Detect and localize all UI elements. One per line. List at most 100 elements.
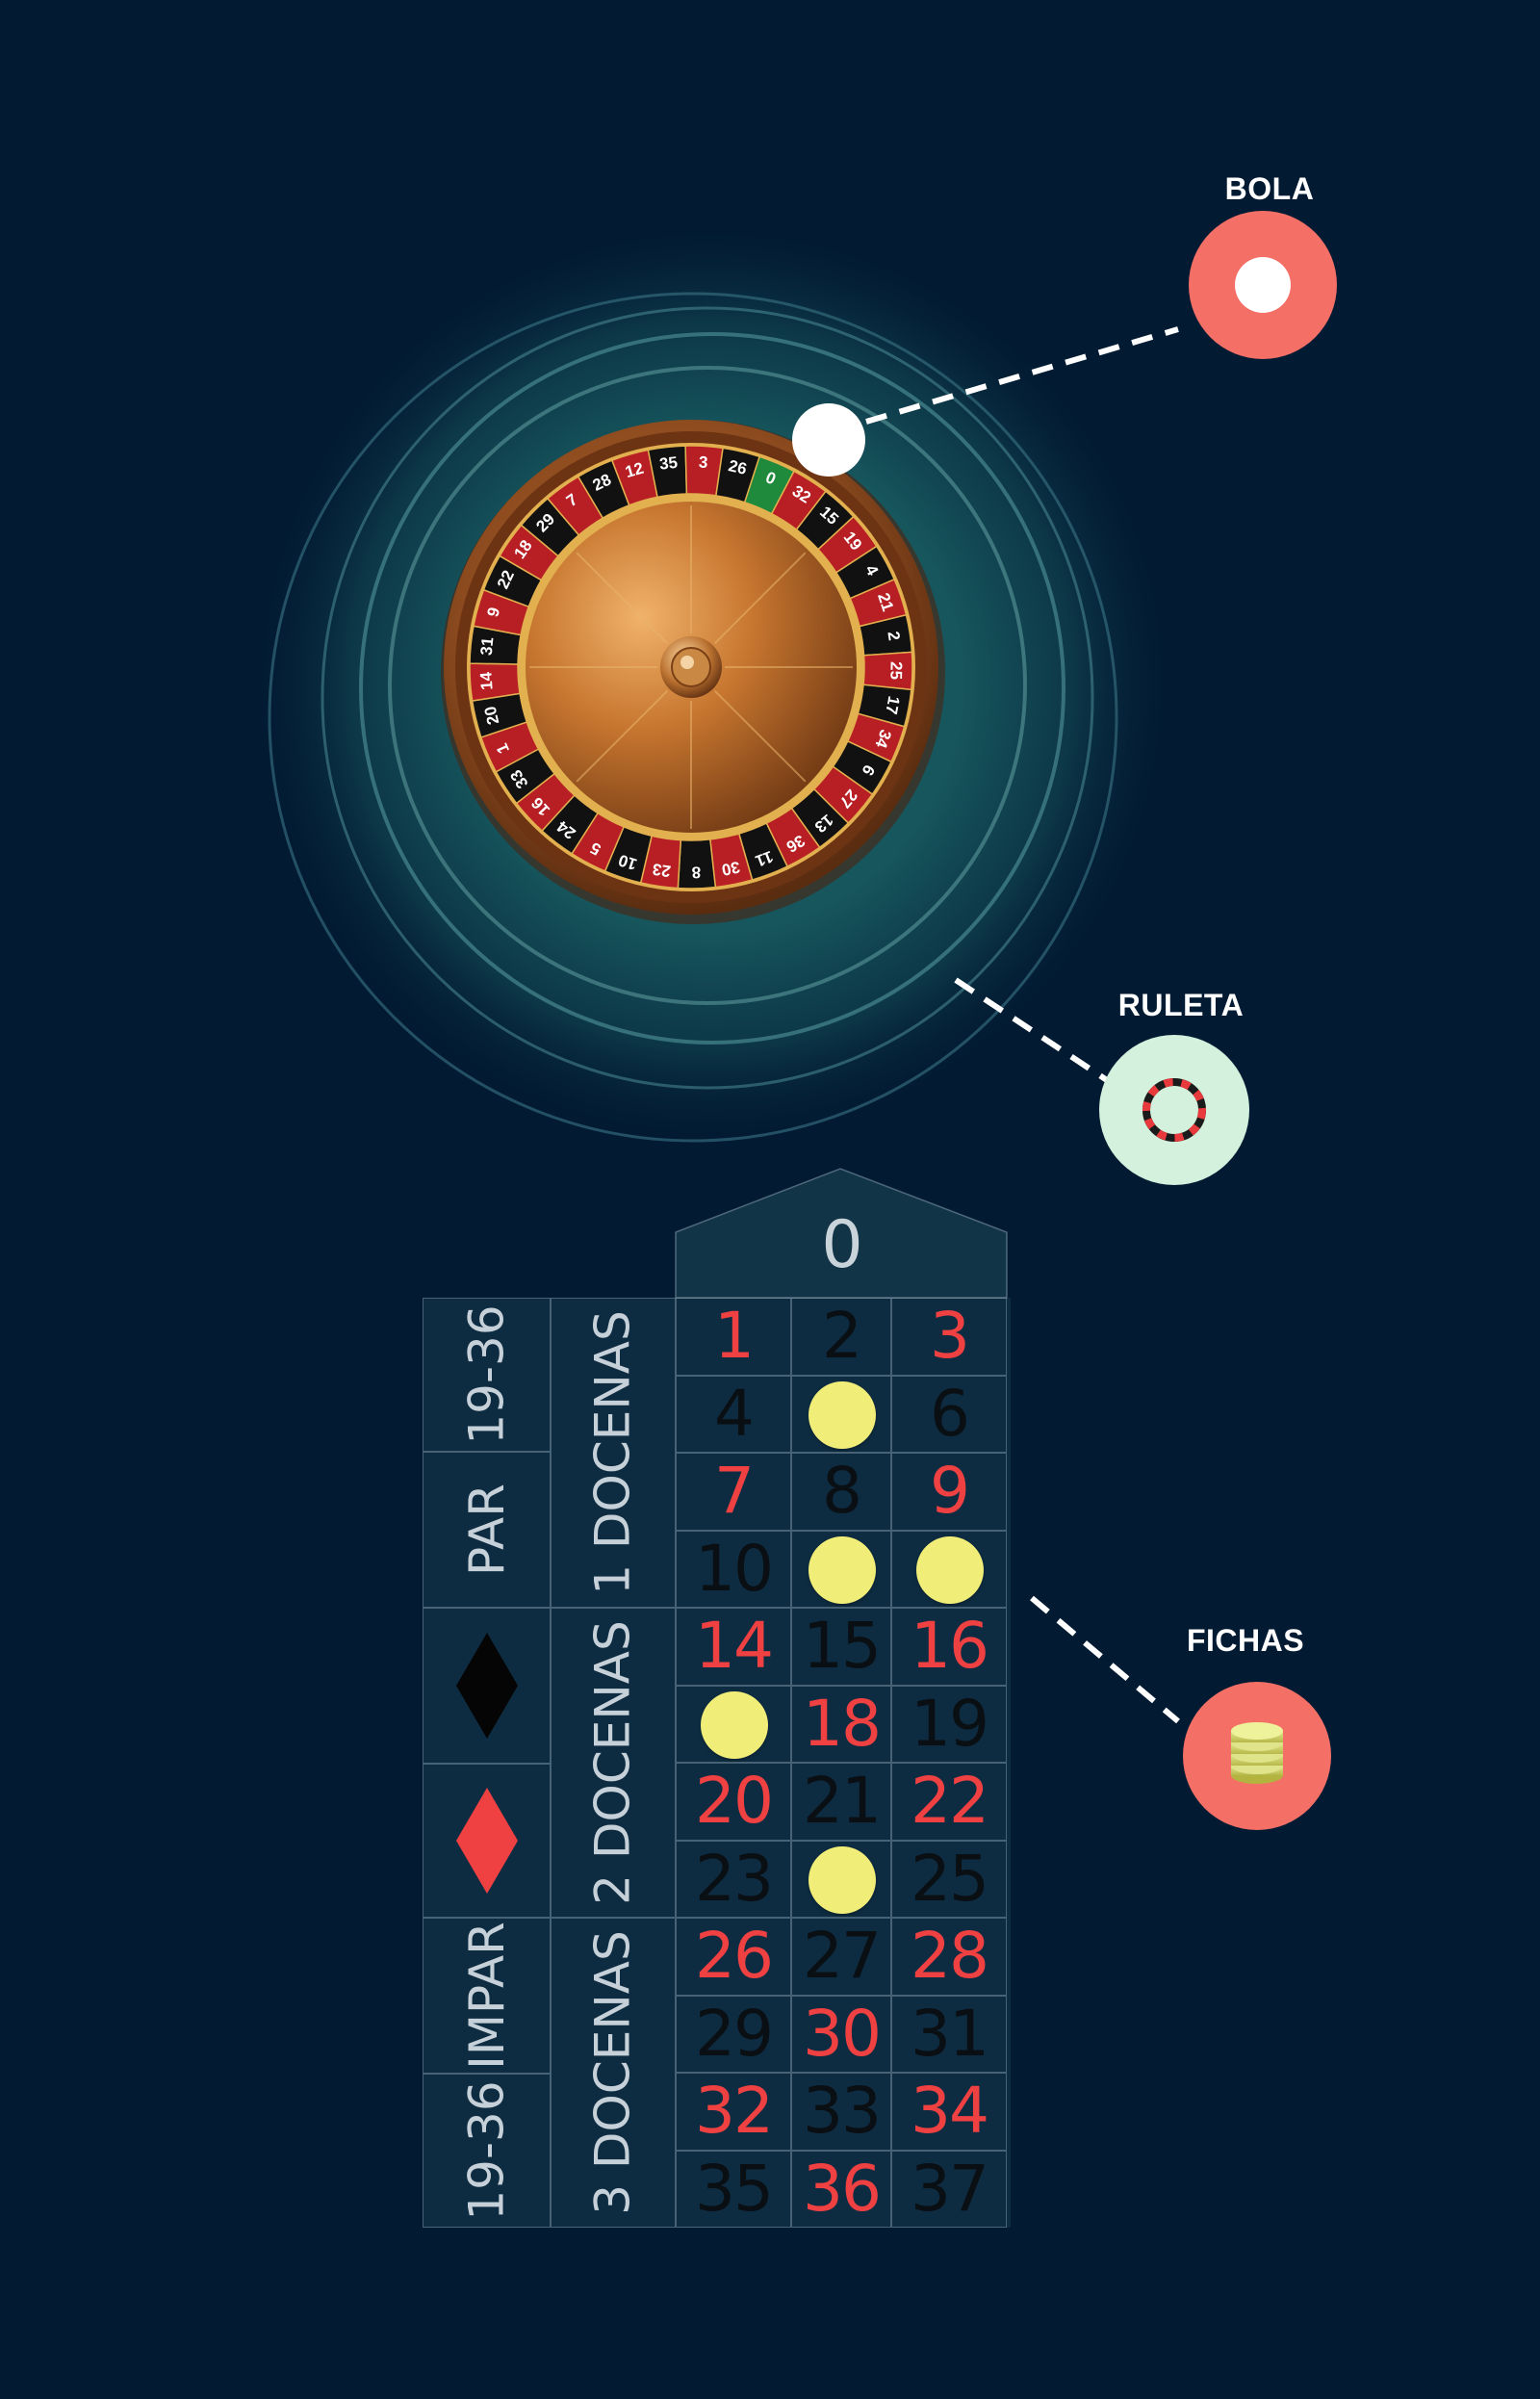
number-label: 19 <box>911 1686 989 1761</box>
dozen-label: 3 DOCENAS <box>585 1930 642 2215</box>
wheel-spoke <box>576 690 668 783</box>
number-cell[interactable]: 32 <box>676 2073 791 2151</box>
number-cell[interactable]: 19 <box>891 1685 1007 1763</box>
number-label: 22 <box>911 1764 989 1839</box>
wheel-callout-icon[interactable] <box>1099 1035 1249 1185</box>
number-label: 2 <box>822 1299 862 1374</box>
number-cell[interactable]: 14 <box>676 1608 791 1686</box>
number-cell[interactable] <box>676 1685 791 1763</box>
number-label: 16 <box>911 1609 989 1684</box>
number-cell[interactable]: 8 <box>791 1453 891 1531</box>
number-label: 9 <box>930 1454 970 1529</box>
black-bet[interactable] <box>423 1608 551 1764</box>
number-cell[interactable] <box>791 1530 891 1608</box>
wheel-number: 10 <box>616 851 639 874</box>
wheel-number: 11 <box>753 847 776 870</box>
number-cell[interactable]: 6 <box>891 1375 1007 1453</box>
bet-chip[interactable] <box>916 1535 984 1604</box>
number-cell[interactable]: 1 <box>676 1298 791 1376</box>
number-cell-zero[interactable]: 0 <box>676 1194 1007 1298</box>
number-cell[interactable] <box>791 1840 891 1918</box>
number-label: 30 <box>803 1996 882 2071</box>
ball-label: BOLA <box>1224 171 1315 206</box>
callout-connectors <box>865 326 1180 1724</box>
wheel-number: 35 <box>658 453 679 474</box>
number-cell[interactable]: 4 <box>676 1375 791 1453</box>
number-label: 33 <box>803 2074 882 2149</box>
number-cell[interactable]: 26 <box>676 1918 791 1996</box>
outside-bet-label: 19-36 <box>458 1304 515 1445</box>
wheel-spoke <box>714 552 807 644</box>
number-cell[interactable]: 16 <box>891 1608 1007 1686</box>
wheel-number: 23 <box>652 860 672 881</box>
number-cell[interactable]: 21 <box>791 1763 891 1841</box>
high-19-36-bet[interactable]: 19-36 <box>423 1298 551 1452</box>
number-label: 32 <box>695 2074 774 2149</box>
number-cell[interactable]: 20 <box>676 1763 791 1841</box>
wheel-number: 21 <box>874 590 897 613</box>
number-cell[interactable] <box>791 1375 891 1453</box>
number-cell[interactable]: 25 <box>891 1840 1007 1918</box>
outside-bet-label: PAR <box>458 1483 515 1576</box>
bet-chip[interactable] <box>808 1845 876 1914</box>
number-label: 20 <box>695 1764 774 1839</box>
number-cell[interactable]: 33 <box>791 2073 891 2151</box>
wheel-number: 31 <box>477 636 498 657</box>
red-bet[interactable] <box>423 1764 551 1918</box>
number-cell[interactable]: 23 <box>676 1840 791 1918</box>
wheel-number: 26 <box>727 456 749 478</box>
red-diamond-icon <box>455 1788 518 1894</box>
number-label: 6 <box>930 1376 970 1451</box>
bet-chip[interactable] <box>808 1380 876 1449</box>
odd-bet[interactable]: IMPAR <box>423 1918 551 2074</box>
number-cell[interactable]: 15 <box>791 1608 891 1686</box>
number-cell[interactable]: 10 <box>676 1530 791 1608</box>
number-cell[interactable]: 7 <box>676 1453 791 1531</box>
dozen-bet-1[interactable]: 1 DOCENAS <box>551 1298 676 1608</box>
number-label: 27 <box>803 1919 882 1994</box>
even-bet[interactable]: PAR <box>423 1452 551 1608</box>
number-cell[interactable]: 3 <box>891 1298 1007 1376</box>
number-cell[interactable]: 9 <box>891 1453 1007 1531</box>
wheel-number: 30 <box>720 858 741 879</box>
number-cell[interactable]: 31 <box>891 1995 1007 2073</box>
chips-callout-icon[interactable] <box>1183 1682 1331 1830</box>
betting-table-bg <box>423 1168 1011 2228</box>
bet-chip[interactable] <box>808 1535 876 1604</box>
number-label: 0 <box>821 1207 862 1283</box>
roulette-ball <box>792 403 865 477</box>
number-cell[interactable]: 30 <box>791 1995 891 2073</box>
number-label: 23 <box>695 1841 774 1916</box>
chips-label: FICHAS <box>1186 1623 1305 1658</box>
number-cell[interactable]: 22 <box>891 1763 1007 1841</box>
number-label: 28 <box>911 1919 989 1994</box>
number-cell[interactable]: 36 <box>791 2150 891 2228</box>
wheel-number: 14 <box>476 671 496 691</box>
dozen-label: 1 DOCENAS <box>585 1310 642 1595</box>
number-label: 4 <box>714 1376 755 1451</box>
high-19-36-bet-bottom[interactable]: 19-36 <box>423 2074 551 2228</box>
number-cell[interactable]: 34 <box>891 2073 1007 2151</box>
number-label: 34 <box>911 2074 989 2149</box>
bet-chip[interactable] <box>701 1690 768 1759</box>
number-cell[interactable]: 2 <box>791 1298 891 1376</box>
wheel-number: 17 <box>882 694 903 715</box>
ball-callout-icon[interactable] <box>1189 211 1337 359</box>
dozen-bet-3[interactable]: 3 DOCENAS <box>551 1918 676 2228</box>
number-cell[interactable] <box>891 1530 1007 1608</box>
roulette-wheel: 0321519421225173462713361130823105241633… <box>441 420 945 924</box>
number-cell[interactable]: 18 <box>791 1685 891 1763</box>
number-cell[interactable]: 29 <box>676 1995 791 2073</box>
number-label: 36 <box>803 2151 882 2226</box>
number-label: 35 <box>695 2151 774 2226</box>
wheel-spoke <box>576 552 668 644</box>
number-cell[interactable]: 35 <box>676 2150 791 2228</box>
number-cell[interactable]: 27 <box>791 1918 891 1996</box>
number-label: 18 <box>803 1686 882 1761</box>
wheel-number: 8 <box>691 863 701 881</box>
number-cell[interactable]: 28 <box>891 1918 1007 1996</box>
dozen-bet-2[interactable]: 2 DOCENAS <box>551 1608 676 1918</box>
number-cell[interactable]: 37 <box>891 2150 1007 2228</box>
wheel-pocket <box>715 447 761 503</box>
